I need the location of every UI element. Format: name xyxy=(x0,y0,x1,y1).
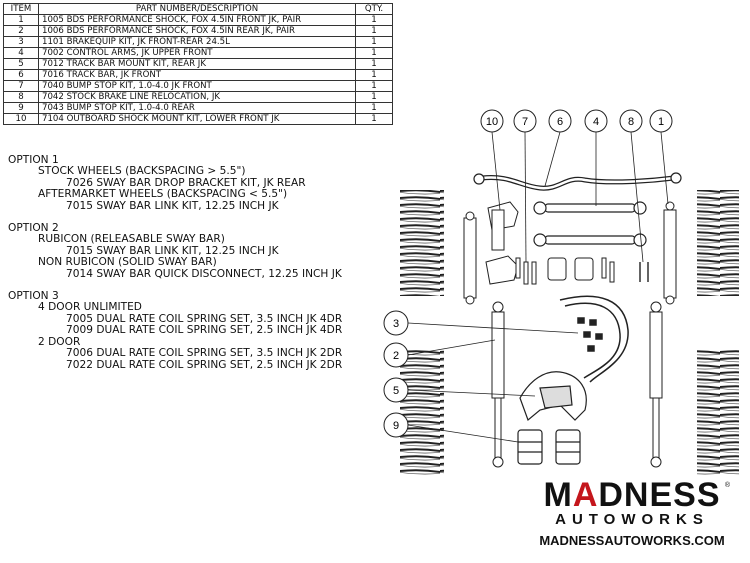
option-1-b1: 7015 SWAY BAR LINK KIT, 12.25 INCH JK xyxy=(66,199,279,212)
brake-line-relocation xyxy=(639,262,649,282)
callout-2: 2 xyxy=(383,342,409,368)
callout-10-label: 10 xyxy=(486,116,498,128)
callout-7-label: 7 xyxy=(522,116,528,128)
callout-6-label: 6 xyxy=(557,116,563,128)
option-3-title: OPTION 3 xyxy=(8,290,59,303)
control-arms xyxy=(533,201,647,247)
logo-letters-dness: DNESS xyxy=(598,476,721,514)
callout-7: 7 xyxy=(513,109,537,133)
callout-3: 3 xyxy=(383,310,409,336)
option-2-a1: 7015 SWAY BAR LINK KIT, 12.25 INCH JK xyxy=(66,244,279,257)
logo-autoworks: AUTOWORKS xyxy=(555,511,709,528)
logo-letter-m: M xyxy=(543,476,573,514)
option-1-b: AFTERMARKET WHEELS (BACKSPACING < 5.5") xyxy=(38,188,288,201)
callout-8: 8 xyxy=(619,109,643,133)
cell-qty: 1 xyxy=(355,113,393,125)
option-1-a: STOCK WHEELS (BACKSPACING > 5.5") xyxy=(38,165,246,178)
callout-5: 5 xyxy=(383,377,409,403)
track-bar-mount xyxy=(519,371,587,422)
track-bar xyxy=(473,172,682,191)
callout-9: 9 xyxy=(383,412,409,438)
option-3-a2: 7009 DUAL RATE COIL SPRING SET, 2.5 INCH… xyxy=(66,324,343,337)
option-2-b1: 7014 SWAY BAR QUICK DISCONNECT, 12.25 IN… xyxy=(66,267,342,280)
callout-1: 1 xyxy=(649,109,673,133)
callout-2-label: 2 xyxy=(393,350,399,362)
cell-qty: 1 xyxy=(355,80,393,92)
option-3-b: 2 DOOR xyxy=(38,335,81,348)
cell-description: 7104 OUTBOARD SHOCK MOUNT KIT, LOWER FRO… xyxy=(38,113,356,125)
registered-mark: ® xyxy=(724,482,730,489)
callout-leaders xyxy=(407,131,669,443)
shocks xyxy=(463,201,677,468)
callout-5-label: 5 xyxy=(393,385,399,397)
callout-6: 6 xyxy=(548,109,572,133)
logo-wordmark: MADNESS xyxy=(532,478,732,512)
bump-stops-front xyxy=(515,257,615,285)
callout-8-label: 8 xyxy=(628,116,634,128)
option-3-a1: 7005 DUAL RATE COIL SPRING SET, 3.5 INCH… xyxy=(66,312,343,325)
coil-spring-left-lower xyxy=(400,350,444,475)
website-url: MADNESSAUTOWORKS.COM xyxy=(539,533,725,548)
option-3-b2: 7022 DUAL RATE COIL SPRING SET, 2.5 INCH… xyxy=(66,358,343,371)
callout-1-label: 1 xyxy=(658,116,664,128)
brake-lines xyxy=(559,295,629,383)
option-3-b1: 7006 DUAL RATE COIL SPRING SET, 3.5 INCH… xyxy=(66,347,343,360)
bump-stops-rear xyxy=(517,429,581,465)
logo-letter-a: A xyxy=(572,476,599,514)
option-1-a1: 7026 SWAY BAR DROP BRACKET KIT, JK REAR xyxy=(66,176,306,189)
madness-autoworks-logo: ® MADNESS AUTOWORKS MADNESSAUTOWORKS.COM xyxy=(532,478,732,548)
coil-spring-right-upper xyxy=(697,190,739,296)
callout-3-label: 3 xyxy=(393,318,399,330)
option-2-b: NON RUBICON (SOLID SWAY BAR) xyxy=(38,256,217,269)
callout-4: 4 xyxy=(584,109,608,133)
coil-spring-left-upper xyxy=(400,190,444,296)
option-2-title: OPTION 2 xyxy=(8,222,59,235)
option-2-a: RUBICON (RELEASABLE SWAY BAR) xyxy=(38,233,225,246)
callout-4-label: 4 xyxy=(593,116,599,128)
callout-9-label: 9 xyxy=(393,420,399,432)
option-1-title: OPTION 1 xyxy=(8,154,59,166)
coil-spring-right-lower xyxy=(697,350,739,475)
callout-10: 10 xyxy=(480,109,504,133)
option-3-a: 4 DOOR UNLIMITED xyxy=(38,301,142,314)
options-block: OPTION 1 STOCK WHEELS (BACKSPACING > 5.5… xyxy=(8,154,388,371)
